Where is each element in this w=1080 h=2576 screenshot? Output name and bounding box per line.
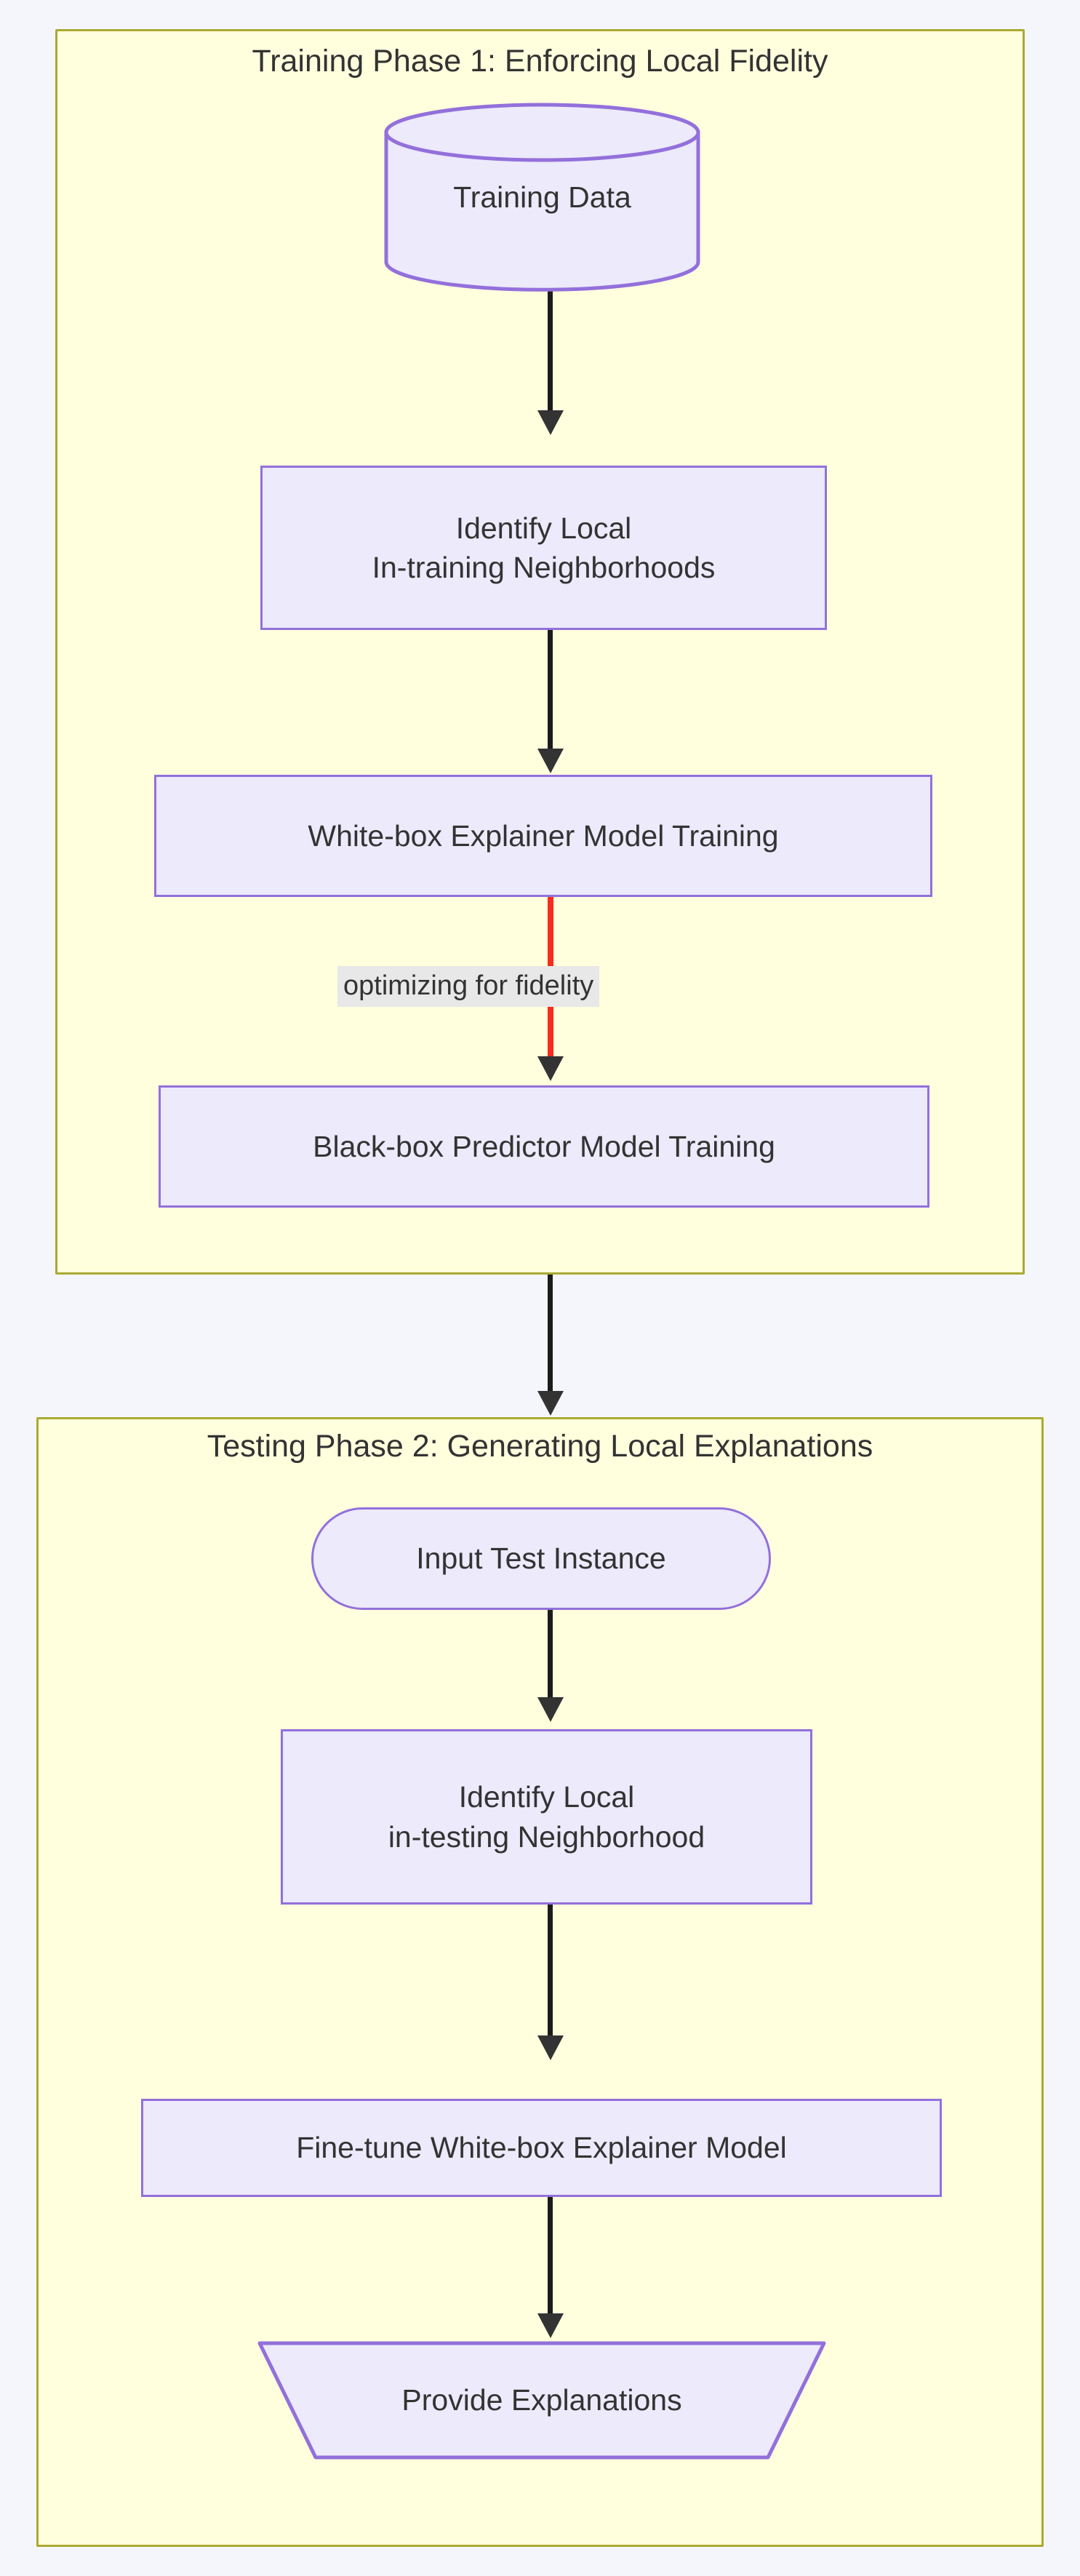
edge-line [548, 1610, 553, 1702]
node-identify-local-in-training-line2: In-training Neighborhoods [372, 551, 716, 584]
node-whitebox-explainer-model-training[interactable]: White-box Explainer Model Training [154, 775, 932, 897]
arrowhead-icon [537, 410, 564, 435]
arrowhead-icon [537, 1697, 564, 1722]
node-input-test-instance-label: Input Test Instance [416, 1542, 666, 1576]
node-identify-local-in-training-neighborhoods[interactable]: Identify Local In-training Neighborhoods [260, 466, 827, 630]
node-finetune-whitebox-explainer-model-label: Fine-tune White-box Explainer Model [296, 2131, 787, 2165]
node-input-test-instance[interactable]: Input Test Instance [311, 1507, 771, 1610]
arrowhead-icon [537, 2313, 564, 2338]
edge-training-data-to-identify-local-training [537, 291, 564, 436]
edge-line [548, 1905, 553, 2040]
arrowhead-icon [537, 2035, 564, 2060]
node-identify-local-in-testing-line1: Identify Local [458, 1780, 635, 1814]
arrowhead-icon [537, 1056, 564, 1081]
node-identify-local-in-training-line1: Identify Local [455, 511, 632, 545]
edge-input-test-instance-to-identify-local-testing [537, 1610, 564, 1726]
edge-line [548, 2197, 553, 2318]
node-finetune-whitebox-explainer-model[interactable]: Fine-tune White-box Explainer Model [141, 2099, 942, 2197]
edge-line [548, 291, 553, 415]
node-whitebox-explainer-model-training-label: White-box Explainer Model Training [308, 818, 779, 853]
edge-identify-local-testing-to-finetune-whitebox [537, 1905, 564, 2065]
node-identify-local-in-testing-line2: in-testing Neighborhood [388, 1819, 705, 1854]
edge-label-optimizing-for-fidelity: optimizing for fidelity [337, 966, 600, 1007]
node-provide-explanations[interactable]: Provide Explanations [257, 2341, 826, 2460]
node-blackbox-predictor-model-training-label: Black-box Predictor Model Training [313, 1129, 775, 1163]
edge-finetune-whitebox-to-provide-explanations [537, 2197, 564, 2342]
node-blackbox-predictor-model-training[interactable]: Black-box Predictor Model Training [159, 1085, 929, 1208]
node-provide-explanations-label: Provide Explanations [401, 2383, 682, 2417]
subgraph-training-phase-title: Training Phase 1: Enforcing Local Fideli… [252, 44, 828, 79]
trapezoid-icon [257, 2341, 826, 2460]
edge-line [548, 629, 553, 753]
node-identify-local-in-testing-neighborhood[interactable]: Identify Local in-testing Neighborhood [281, 1729, 812, 1905]
node-training-data[interactable]: Training Data [383, 102, 701, 292]
node-training-data-label: Training Data [453, 180, 631, 214]
subgraph-testing-phase-title: Testing Phase 2: Generating Local Explan… [207, 1429, 873, 1464]
arrowhead-icon [537, 1391, 564, 1416]
cylinder-icon [384, 103, 700, 292]
arrowhead-icon [537, 749, 564, 773]
edge-training-phase-to-testing-phase [537, 1275, 564, 1420]
edge-line [548, 1275, 553, 1395]
edge-identify-local-training-to-whitebox-training [537, 629, 564, 775]
